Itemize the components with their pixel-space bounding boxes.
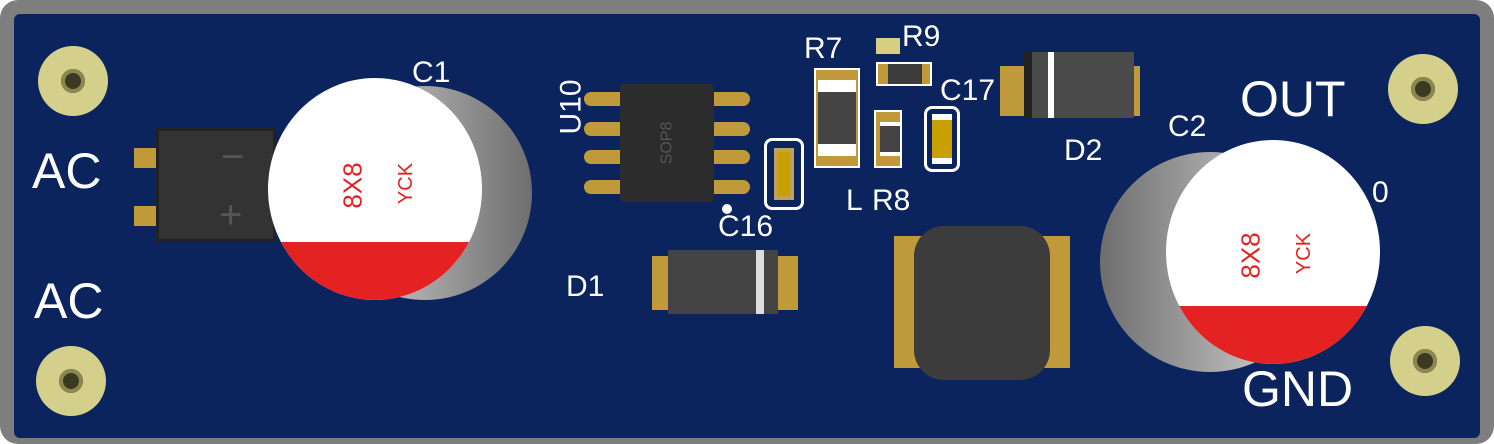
mounting-hole-ac-top [38, 46, 108, 116]
cathode-band [1048, 52, 1054, 118]
label-ac-top: AC [32, 143, 102, 199]
label-ac-bottom: AC [34, 273, 104, 329]
mounting-hole-ac-bottom [36, 346, 106, 416]
resistor-r8 [880, 122, 900, 156]
label-c2: C2 [1168, 110, 1207, 143]
resistor-r9 [888, 64, 922, 84]
label-d1: D1 [566, 270, 605, 303]
diode-d1 [668, 250, 778, 314]
capacitor-c1: 8X8 YCK [268, 78, 482, 300]
cap-marking: 8X8 [1235, 232, 1266, 279]
bridge-rectifier: − + [156, 128, 276, 242]
label-u10: U10 [554, 79, 588, 135]
label-l-partial: L [846, 184, 863, 217]
ic-pin [706, 122, 750, 136]
cap-brand: YCK [1293, 232, 1316, 275]
pin1-dot [722, 204, 732, 214]
label-c1: C1 [412, 56, 451, 89]
ic-pin [706, 180, 750, 194]
label-c16: C16 [718, 210, 774, 243]
capacitor-c2: 8X8 YCK [1166, 140, 1380, 364]
ic-pin [584, 92, 628, 106]
label-r9: R9 [902, 20, 941, 53]
r9-marker [876, 38, 900, 54]
capacitor-c16 [774, 148, 794, 200]
ic-u10: SOP8 [620, 84, 714, 202]
polarity-band [1166, 305, 1380, 364]
plus-mark: + [219, 193, 243, 237]
label-c17: C17 [940, 74, 996, 107]
mounting-hole-out [1388, 54, 1458, 124]
ic-pin [706, 150, 750, 164]
diode-d2 [1024, 52, 1134, 118]
label-gnd: GND [1242, 361, 1354, 417]
ic-pin [584, 180, 628, 194]
ic-pin [706, 92, 750, 106]
bridge-pad [134, 206, 162, 226]
resistor-r7 [818, 80, 856, 156]
label-d2: D2 [1064, 134, 1103, 167]
polarity-band [268, 242, 482, 300]
cap-marking: 8X8 [337, 162, 368, 209]
ic-pin [584, 122, 628, 136]
ic-pin [584, 150, 628, 164]
bridge-pad [134, 148, 162, 168]
mounting-hole-gnd [1390, 326, 1460, 396]
c16-outline [764, 138, 804, 210]
capacitor-c17 [932, 114, 952, 164]
ic-marking: SOP8 [658, 121, 675, 165]
c17-outline [924, 106, 960, 172]
cathode-band [756, 250, 764, 314]
minus-mark: − [221, 135, 245, 179]
label-out: OUT [1240, 71, 1346, 127]
label-r7: R7 [804, 32, 843, 65]
cap-brand: YCK [395, 162, 418, 205]
inductor [914, 226, 1050, 380]
label-r8: R8 [872, 184, 911, 217]
label-hidden-suffix: 0 [1372, 176, 1389, 209]
